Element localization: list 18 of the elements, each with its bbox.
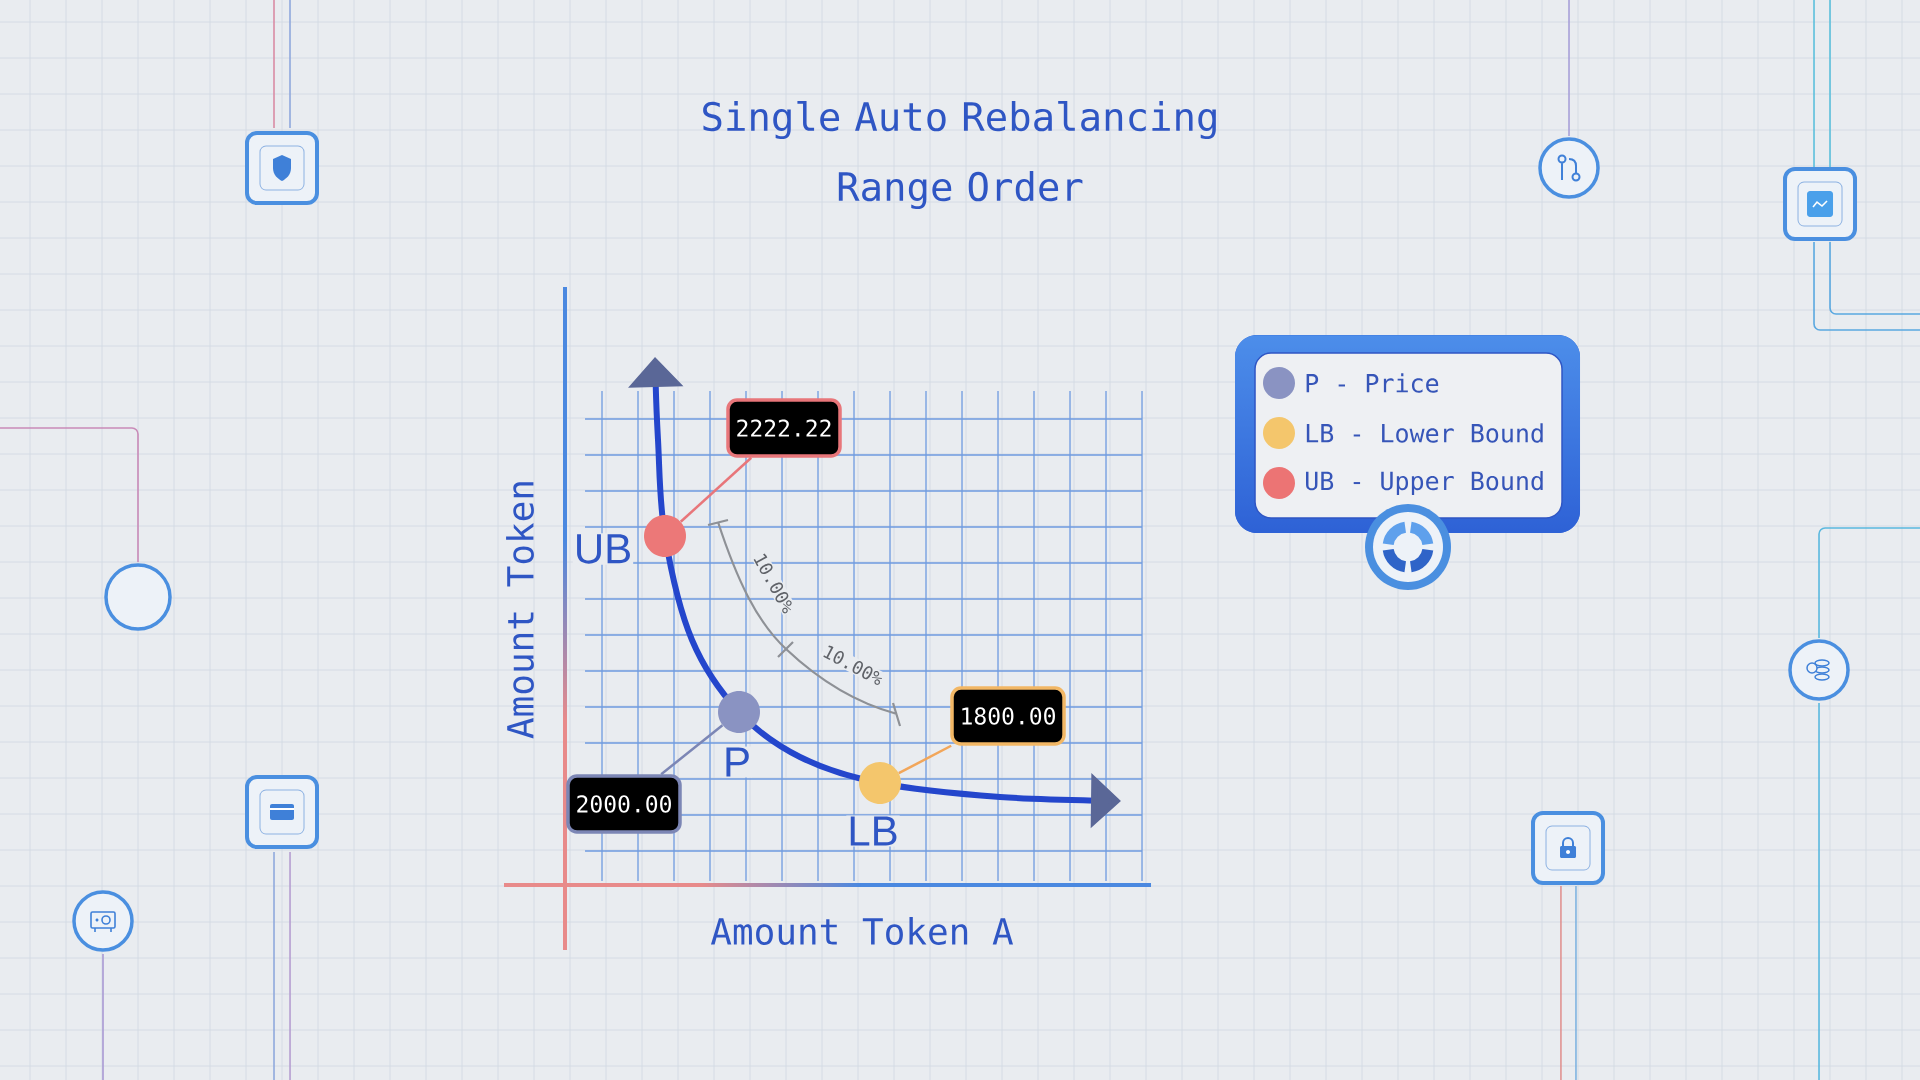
legend-label: LB - Lower Bound xyxy=(1306,423,1543,443)
leader-line xyxy=(679,456,753,523)
axis-title: Amount Token A xyxy=(710,917,1014,945)
point-label: LB xyxy=(846,815,900,847)
leader-line xyxy=(660,724,724,776)
value-box: 2000.00 xyxy=(566,774,682,834)
curve-point xyxy=(718,691,760,733)
axis-title: Amount Token xyxy=(506,482,534,739)
leader-line xyxy=(898,744,952,775)
point-label: UB xyxy=(572,533,634,565)
curve-point xyxy=(859,762,901,804)
title: Single Auto Rebalancing Range Order xyxy=(703,100,1216,210)
legend-label: P - Price xyxy=(1306,373,1439,393)
legend-label: UB - Upper Bound xyxy=(1306,470,1543,496)
point-label: P xyxy=(722,746,752,778)
value-box: 1800.00 xyxy=(950,686,1066,746)
value-box: 2222.22 xyxy=(726,398,842,458)
curve-point xyxy=(644,515,686,557)
